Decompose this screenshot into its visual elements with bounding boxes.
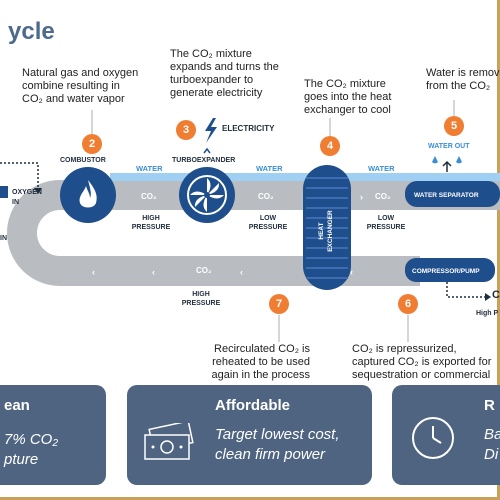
svg-text:‹: ‹ [152,267,155,277]
water-out-arrow [442,160,452,172]
flame-icon [79,180,97,208]
left-in-label: IN [0,235,7,242]
compressor-pump-body [405,258,495,282]
svg-text:›: › [360,192,363,202]
step-badge-3: 3 [176,120,196,140]
card-affordable-text: Target lowest cost,clean firm power [215,426,340,463]
co2-flow-label-1: CO₂ [141,192,157,201]
step-badge-4: 4 [320,136,340,156]
page-title: ycle [8,18,55,45]
high-p-label: High P [476,310,499,317]
water-out-label: WATER OUT [428,143,470,150]
high-pressure-label-2: HIGH PRESSURE [181,291,221,307]
water-label-1: WATER [136,164,163,173]
oxygen-label: OXYGEN [12,189,42,196]
low-pressure-label-1: LOW PRESSURE [248,215,288,231]
clock-icon [412,417,454,459]
co2-export-label: C [492,289,500,301]
card-clean-title: ean [4,397,30,414]
water-separator-label: WATER SEPARATOR [414,192,479,199]
turboexpander-label: TURBOEXPANDER [172,157,236,164]
lightning-icon [205,118,217,143]
svg-text:›: › [60,237,70,240]
card-reliable-title: R [484,397,495,414]
co2-export-arrow [446,282,487,298]
pipe-bottom [60,256,420,286]
step-badge-5: 5 [444,116,464,136]
card-affordable-title: Affordable [215,397,290,414]
svg-text:‹: ‹ [350,267,353,277]
water-separator-body [405,181,500,207]
low-pressure-label-2: LOW PRESSURE [366,215,406,231]
svg-text:‹: ‹ [92,267,95,277]
step-badge-7: 7 [269,294,289,314]
caret-up-icon [203,147,211,154]
card-reliable: R BaDi [392,385,500,485]
heat-exchanger-label: HEAT EXCHANGER [318,210,334,252]
step-badge-6: 6 [398,294,418,314]
co2-flow-label-2: CO₂ [258,192,274,201]
co2-flow-label-3: CO₂ [375,192,391,201]
water-label-2: WATER [256,164,283,173]
co2-flow-label-4: CO₂ [196,266,212,275]
oxygen-in-label: IN [12,199,19,206]
water-band [110,173,500,181]
oxygen-box [0,186,8,198]
svg-text:‹: ‹ [240,267,243,277]
card-affordable: Affordable Target lowest cost,clean firm… [127,385,372,485]
card-reliable-text: BaDi [484,426,500,463]
water-label-3: WATER [368,164,395,173]
electricity-label: ELECTRICITY [222,124,275,133]
high-pressure-label-1: HIGH PRESSURE [131,215,171,231]
money-icon [144,423,194,460]
step-6-text: CO₂ is repressurized,captured CO₂ is exp… [352,343,492,381]
turbine-icon [190,178,224,212]
step-badge-2: 2 [82,134,102,154]
compressor-pump-label: COMPRESSOR/PUMP [412,268,480,275]
combustor-label: COMBUSTOR [60,157,106,164]
oxygen-input-arrow [0,162,39,190]
